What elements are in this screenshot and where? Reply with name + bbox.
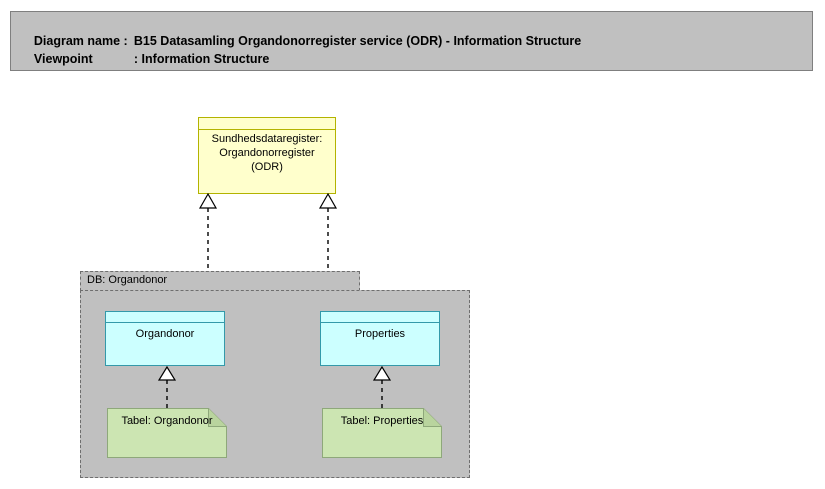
node-odr[interactable]: Sundhedsdataregister: Organdonorregister… — [198, 117, 336, 194]
hollow-triangle-arrowhead-icon — [157, 366, 177, 381]
viewpoint-label: Viewpoint — [33, 52, 93, 66]
hollow-triangle-arrowhead-icon — [372, 366, 392, 381]
viewpoint-separator: : — [133, 52, 142, 66]
diagram-name-label: Diagram name : — [33, 34, 128, 48]
connector-tabel-organdonor-to-organdonor[interactable] — [155, 366, 179, 410]
viewpoint-line: Viewpoint: Information Structure — [20, 38, 269, 80]
node-tabel-organdonor-label: Tabel: Organdonor — [121, 415, 213, 427]
node-tabel-properties-label: Tabel: Properties — [340, 415, 424, 427]
artifact-folded-corner-icon — [322, 408, 442, 458]
package-label: DB: Organdonor — [87, 274, 168, 286]
data-object-header-strip — [106, 312, 224, 323]
data-object-header-strip — [199, 118, 335, 130]
hollow-triangle-arrowhead-icon — [318, 193, 338, 209]
node-organdonor[interactable]: Organdonor — [105, 311, 225, 366]
viewpoint-value: Information Structure — [141, 52, 270, 66]
node-odr-label: Sundhedsdataregister: Organdonorregister… — [211, 133, 323, 173]
node-properties[interactable]: Properties — [320, 311, 440, 366]
data-object-header-strip — [321, 312, 439, 323]
hollow-triangle-arrowhead-icon — [198, 193, 218, 209]
diagram-name-value: B15 Datasamling Organdonorregister servi… — [133, 34, 582, 48]
node-tabel-properties[interactable]: Tabel: Properties — [322, 408, 442, 458]
node-properties-label: Properties — [354, 328, 406, 340]
node-tabel-organdonor[interactable]: Tabel: Organdonor — [107, 408, 227, 458]
artifact-folded-corner-icon — [107, 408, 227, 458]
diagram-name-line: Diagram name : B15 Datasamling Organdonor… — [20, 20, 581, 62]
diagram-header-box: Diagram name : B15 Datasamling Organdonor… — [10, 11, 813, 71]
node-organdonor-label: Organdonor — [135, 328, 195, 340]
connector-tabel-properties-to-properties[interactable] — [370, 366, 394, 410]
package-tab — [80, 271, 360, 291]
